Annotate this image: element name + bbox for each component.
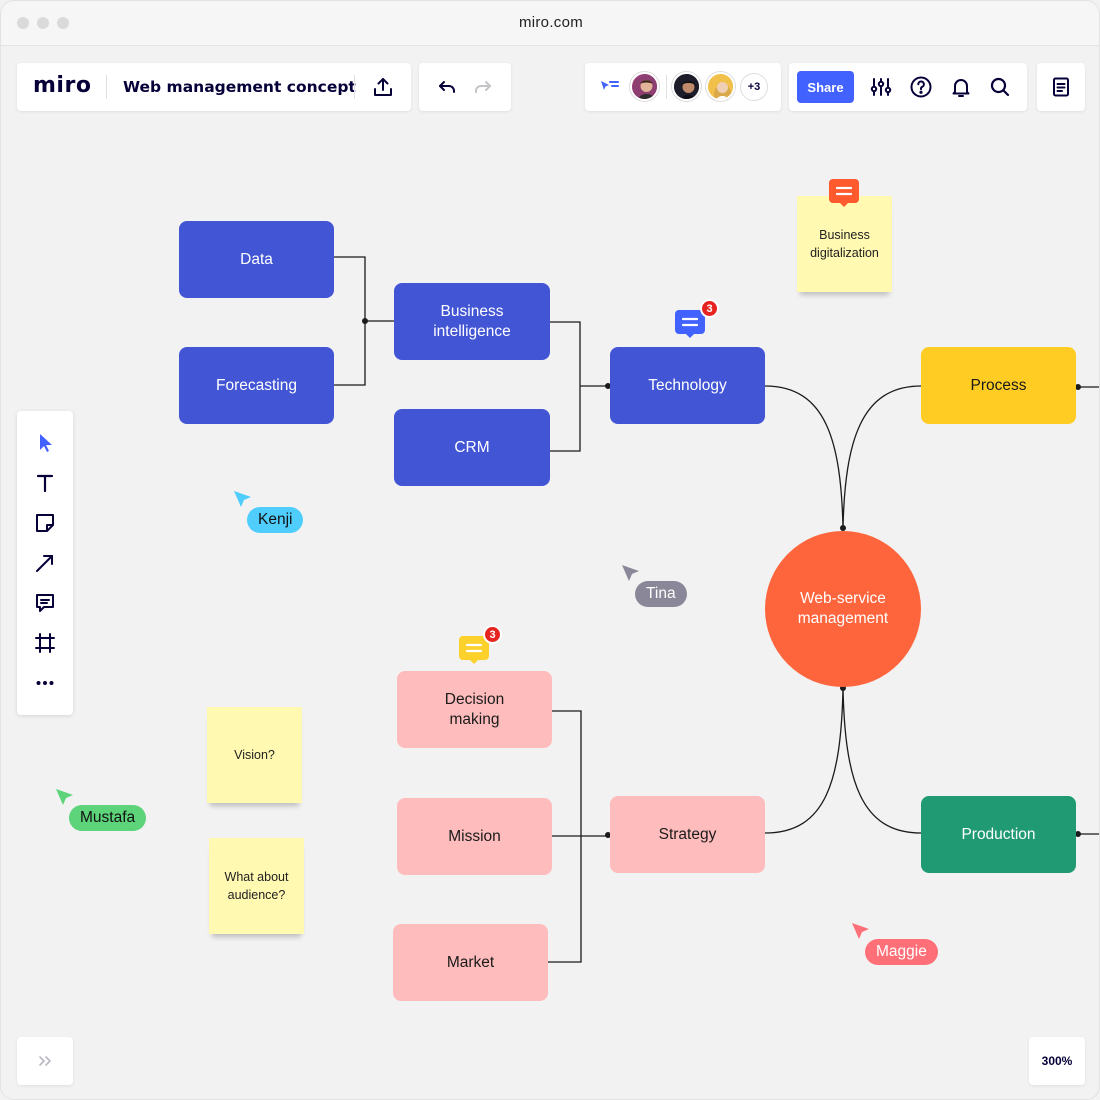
connector-strategy-center xyxy=(764,687,844,834)
node-strategy[interactable]: Strategy xyxy=(610,796,765,873)
search-icon[interactable] xyxy=(986,73,1014,101)
cursor-label-maggie: Maggie xyxy=(865,939,938,965)
connector-technology-center xyxy=(764,385,844,529)
follow-cursor-icon[interactable] xyxy=(595,73,623,101)
cursor-label-kenji: Kenji xyxy=(247,507,304,533)
export-icon[interactable] xyxy=(369,73,397,101)
sticky-vision[interactable]: Vision? xyxy=(207,707,302,803)
cursor-pointer-icon xyxy=(622,565,639,581)
connection-line-tool-icon[interactable] xyxy=(31,549,59,577)
window-minimize-dot[interactable] xyxy=(37,17,49,29)
connector-bi-crm xyxy=(550,321,581,452)
share-button[interactable]: Share xyxy=(797,71,854,103)
node-data[interactable]: Data xyxy=(179,221,334,298)
node-market[interactable]: Market xyxy=(393,924,548,1001)
window-maximize-dot[interactable] xyxy=(57,17,69,29)
undo-icon[interactable] xyxy=(433,73,461,101)
connector-dot xyxy=(605,383,611,389)
history-panel xyxy=(419,63,511,111)
comment-icon[interactable] xyxy=(458,635,492,665)
collaborators-panel: +3 xyxy=(585,63,781,111)
divider xyxy=(106,75,107,99)
cursor-label-tina: Tina xyxy=(635,581,687,607)
frame-tool-icon[interactable] xyxy=(31,629,59,657)
sticky-note-tool-icon[interactable] xyxy=(31,509,59,537)
node-business-intelligence[interactable]: Business intelligence xyxy=(394,283,550,360)
comment-icon[interactable] xyxy=(828,178,862,208)
collaborator-avatar[interactable] xyxy=(706,72,735,101)
notifications-bell-icon[interactable] xyxy=(947,73,975,101)
browser-titlebar: miro.com xyxy=(1,1,1099,46)
comment-icon[interactable] xyxy=(674,309,708,339)
connector-dot xyxy=(1075,384,1081,390)
cursor-pointer-icon xyxy=(56,789,73,805)
text-tool-icon[interactable] xyxy=(31,469,59,497)
more-tools-icon[interactable] xyxy=(31,669,59,697)
board-title[interactable]: Web management concept xyxy=(123,78,356,96)
select-tool-icon[interactable] xyxy=(31,429,59,457)
collaborator-avatar[interactable] xyxy=(630,72,659,101)
divider xyxy=(354,75,355,99)
connector-dot xyxy=(840,525,846,531)
node-technology[interactable]: Technology xyxy=(610,347,765,424)
browser-url[interactable]: miro.com xyxy=(518,14,584,31)
zoom-level[interactable]: 300% xyxy=(1029,1037,1085,1085)
comment-count-badge: 3 xyxy=(483,625,502,644)
connector-dot xyxy=(362,318,368,324)
creation-toolbar xyxy=(17,411,73,715)
node-process[interactable]: Process xyxy=(921,347,1076,424)
connector-production-center xyxy=(842,687,922,834)
cursor-pointer-icon xyxy=(234,491,251,507)
expand-panel-button[interactable] xyxy=(17,1037,73,1085)
notes-panel xyxy=(1037,63,1085,111)
double-chevron-right-icon xyxy=(39,1056,52,1066)
notes-icon[interactable] xyxy=(1047,73,1075,101)
node-decision-making[interactable]: Decision making xyxy=(397,671,552,748)
connector-data-forecasting xyxy=(334,256,366,386)
comment-tool-icon[interactable] xyxy=(31,589,59,617)
collaborators-more-count[interactable]: +3 xyxy=(740,73,768,101)
cursor-pointer-icon xyxy=(852,923,869,939)
sticky-business-digitalization[interactable]: Business digitalization xyxy=(797,196,892,292)
node-web-service-management[interactable]: Web-service management xyxy=(765,531,921,687)
board-header-panel: miro Web management concept xyxy=(17,63,411,111)
node-forecasting[interactable]: Forecasting xyxy=(179,347,334,424)
sticky-audience[interactable]: What about audience? xyxy=(209,838,304,934)
cursor-label-mustafa: Mustafa xyxy=(69,805,147,831)
node-crm[interactable]: CRM xyxy=(394,409,550,486)
node-mission[interactable]: Mission xyxy=(397,798,552,875)
collaborator-avatar[interactable] xyxy=(672,72,701,101)
node-production[interactable]: Production xyxy=(921,796,1076,873)
board-tools-panel: Share xyxy=(789,63,1027,111)
divider xyxy=(666,75,667,99)
connector-dot xyxy=(1075,831,1081,837)
window-close-dot[interactable] xyxy=(17,17,29,29)
connector-process-center xyxy=(842,385,922,529)
help-icon[interactable] xyxy=(907,73,935,101)
redo-icon[interactable] xyxy=(469,73,497,101)
connector-dot xyxy=(605,832,611,838)
comment-count-badge: 3 xyxy=(700,299,719,318)
miro-logo[interactable]: miro xyxy=(33,73,92,98)
settings-sliders-icon[interactable] xyxy=(867,73,895,101)
